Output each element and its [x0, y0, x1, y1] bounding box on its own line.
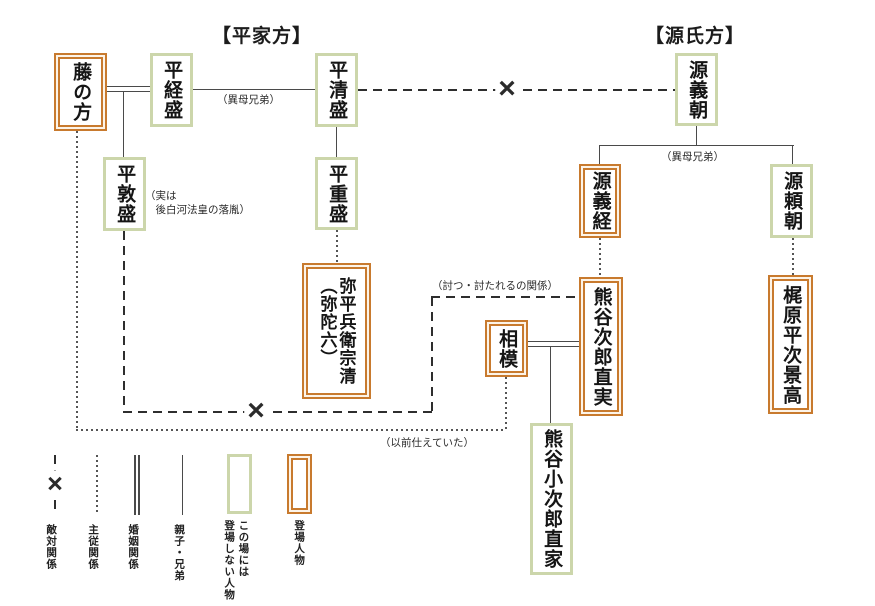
person-box-kajiwara-kagetaka: 梶原平次景高 [768, 275, 813, 414]
label-served-before: （以前仕えていた） [380, 437, 474, 449]
parent-line-yoshitomo-drop [696, 126, 697, 146]
person-box-taira-atsumori: 平敦盛 [103, 157, 146, 231]
person-box-taira-shigemori: 平重盛 [315, 157, 358, 230]
hostile-x-kiyomori-yoshitomo: × [495, 73, 519, 104]
hostile-line-naozane-horizontal [431, 296, 579, 298]
person-box-minamoto-yoritomo: 源頼朝 [770, 164, 813, 238]
parent-line-to-atsumori [123, 92, 124, 158]
legend-label-master-servant: 主従関係 [87, 524, 100, 570]
label-kill-relation: （討つ・討たれるの関係） [432, 280, 558, 292]
legend-label-appearing: 登場人物 [293, 520, 306, 566]
person-name: 藤の方 [70, 62, 92, 122]
servant-line-fuji-horizontal [76, 429, 506, 431]
parent-line-kiyomori-shigemori [336, 127, 337, 158]
servant-line-fuji-vertical [76, 131, 78, 430]
servant-line-shigemori-yahei [336, 230, 338, 263]
marriage-line-sagami-naozane [528, 341, 579, 347]
hostile-line-naozane-vertical [431, 297, 433, 413]
person-name: 平清盛 [326, 60, 348, 120]
legend-label-not-appearing: この場には 登場しない人物 [223, 520, 250, 601]
branch-to-yoritomo [792, 145, 793, 164]
person-box-kumagai-naozane: 熊谷次郎直実 [579, 277, 623, 416]
legend-label-parent-sibling: 親子・兄弟 [173, 524, 186, 582]
person-name: 相模 [496, 328, 518, 369]
person-name: 梶原平次景高 [780, 284, 802, 405]
legend-orange-box-sample [287, 454, 312, 514]
person-box-sagami: 相模 [485, 320, 528, 377]
person-box-taira-kiyomori: 平清盛 [315, 53, 358, 127]
hostile-line-atsumori-horizontal [123, 411, 433, 413]
legend-dotted-line-sample [96, 455, 98, 515]
person-name: 源義朝 [686, 59, 708, 120]
legend-single-line-sample [182, 455, 183, 515]
person-name: 源義経 [589, 171, 611, 231]
servant-line-yoritomo-kajiwara [792, 238, 794, 275]
person-name: 平重盛 [326, 163, 348, 224]
hostile-x-atsumori-naozane: × [244, 395, 268, 426]
legend-hostile-x: × [44, 470, 66, 498]
heike-side-title: 【平家方】 [212, 26, 313, 47]
person-box-fuji-no-kata: 藤の方 [54, 53, 107, 131]
person-box-yahei-munekiyo: 弥平兵衛宗清 （弥陀六） [302, 263, 371, 399]
parent-line-to-naoie [550, 347, 551, 423]
person-name: 熊谷次郎直実 [590, 286, 612, 407]
person-box-kumagai-naoie: 熊谷小次郎直家 [530, 423, 573, 575]
genji-side-title: 【源氏方】 [645, 26, 746, 47]
servant-line-sagami-vertical [505, 377, 507, 430]
person-name: 平敦盛 [114, 164, 136, 224]
legend-label-marriage: 婚姻関係 [127, 524, 140, 570]
hostile-line-atsumori-vertical [123, 231, 125, 412]
legend-label-hostile: 敵対関係 [45, 524, 58, 570]
person-name: 源頼朝 [781, 171, 803, 231]
person-box-taira-tsunemori: 平経盛 [150, 53, 193, 127]
legend-double-line-sample [134, 455, 140, 515]
servant-line-yoshitsune-naozane [599, 238, 601, 277]
label-half-brothers-genji: （異母兄弟） [661, 151, 724, 163]
person-box-minamoto-yoshitsune: 源義経 [579, 164, 621, 238]
person-box-minamoto-yoshitomo: 源義朝 [675, 53, 718, 126]
person-name: 弥平兵衛宗清 （弥陀六） [317, 277, 356, 385]
sibling-branch-line [599, 145, 794, 146]
legend-green-box-sample [227, 454, 252, 514]
branch-to-yoshitsune [599, 145, 600, 164]
person-name: 平経盛 [161, 60, 183, 120]
person-name: 熊谷小次郎直家 [541, 429, 563, 569]
marriage-line-fuji-tsunemori [106, 86, 151, 92]
label-half-brothers-heike: （異母兄弟） [217, 94, 280, 106]
brother-line-tsunemori-kiyomori [193, 89, 315, 90]
label-actually-note: （実は 後白河法皇の落胤） [145, 190, 250, 216]
